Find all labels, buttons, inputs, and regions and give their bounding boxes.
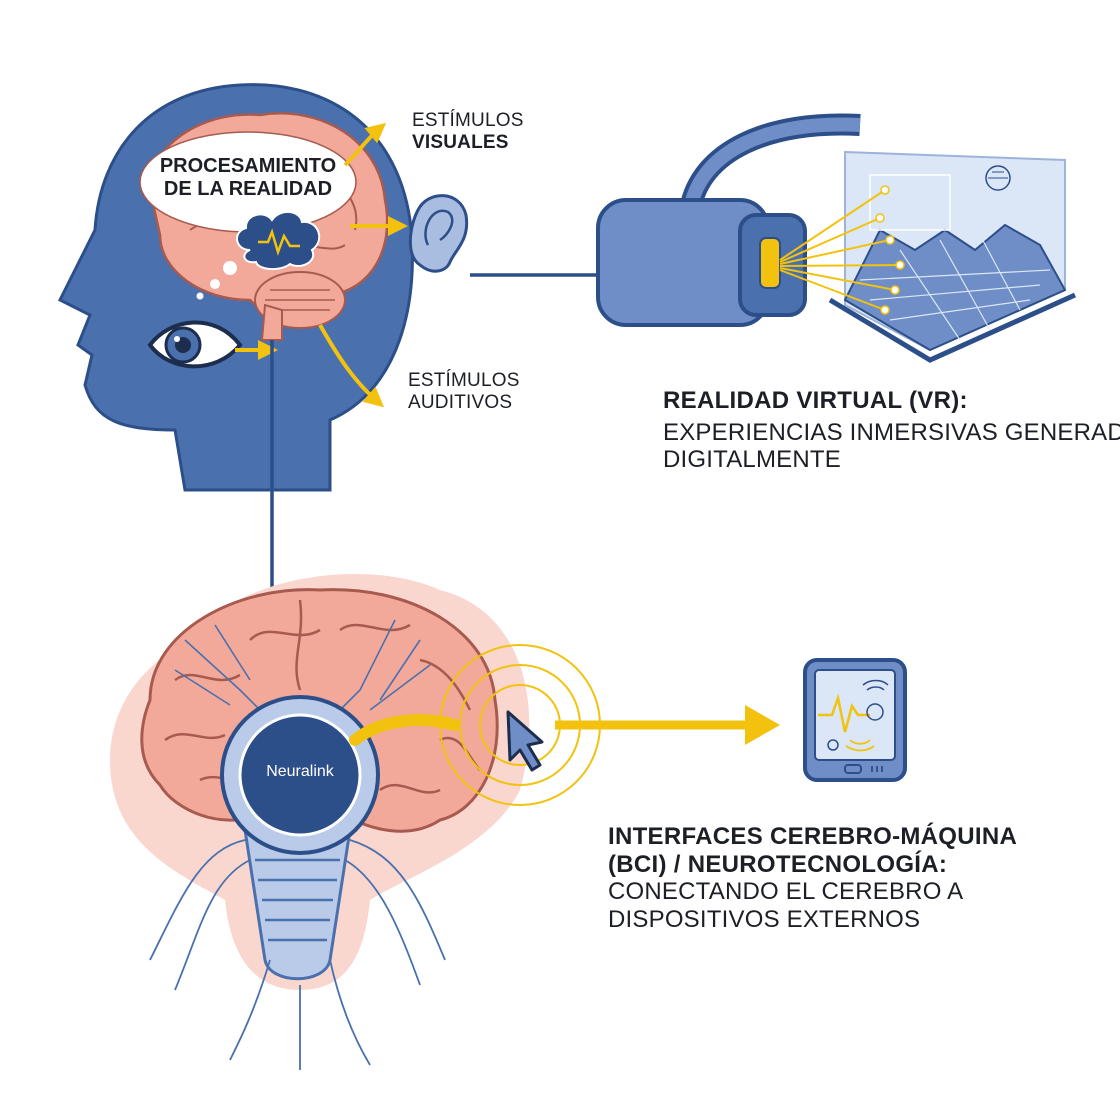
vr-description-line1: EXPERIENCIAS INMERSIVAS GENERADAS xyxy=(663,418,1120,446)
auditory-stimuli-label: ESTÍMULOS AUDITIVOS xyxy=(408,370,520,414)
bci-description-line1: CONECTANDO EL CEREBRO A xyxy=(608,878,964,906)
bci-title-line2: (BCI) / NEUROTECNOLOGÍA: xyxy=(608,850,948,878)
ear-icon xyxy=(408,194,469,273)
vr-description-line2: DIGITALMENTE xyxy=(663,446,841,474)
signal-waves xyxy=(349,644,780,806)
neuralink-label: Neuralink xyxy=(266,763,334,780)
thought-bubble xyxy=(139,131,357,300)
visual-stimuli-label: ESTÍMULOS VISUALES xyxy=(412,110,524,154)
vr-caption: REALIDAD VIRTUAL (VR): EXPERIENCIAS INME… xyxy=(663,387,1120,474)
bci-caption: INTERFACES CEREBRO-MÁQUINA (BCI) / NEURO… xyxy=(608,823,1017,933)
eye-icon xyxy=(147,320,243,369)
auditory-stimuli-line2: AUDITIVOS xyxy=(408,391,513,413)
bci-title-line1: INTERFACES CEREBRO-MÁQUINA xyxy=(608,823,1018,850)
tablet-icon xyxy=(803,658,907,782)
vr-title: REALIDAD VIRTUAL (VR): xyxy=(663,387,968,414)
virtual-landscape-icon xyxy=(779,150,1077,363)
visual-stimuli-line2: VISUALES xyxy=(412,131,509,153)
processing-label-line1: PROCESAMIENTO xyxy=(159,155,337,177)
neuralink-implant-icon xyxy=(149,695,446,1070)
stimulus-arrows xyxy=(235,122,408,408)
visual-stimuli-line1: ESTÍMULOS xyxy=(412,110,524,131)
processing-label-line2: DE LA REALIDAD xyxy=(163,178,333,200)
auditory-stimuli-line1: ESTÍMULOS xyxy=(408,370,520,391)
vr-headset-icon xyxy=(596,113,861,327)
processing-label: PROCESAMIENTO DE LA REALIDAD xyxy=(150,155,346,201)
cursor-icon xyxy=(506,710,544,772)
bci-description-line2: DISPOSITIVOS EXTERNOS xyxy=(608,905,921,933)
